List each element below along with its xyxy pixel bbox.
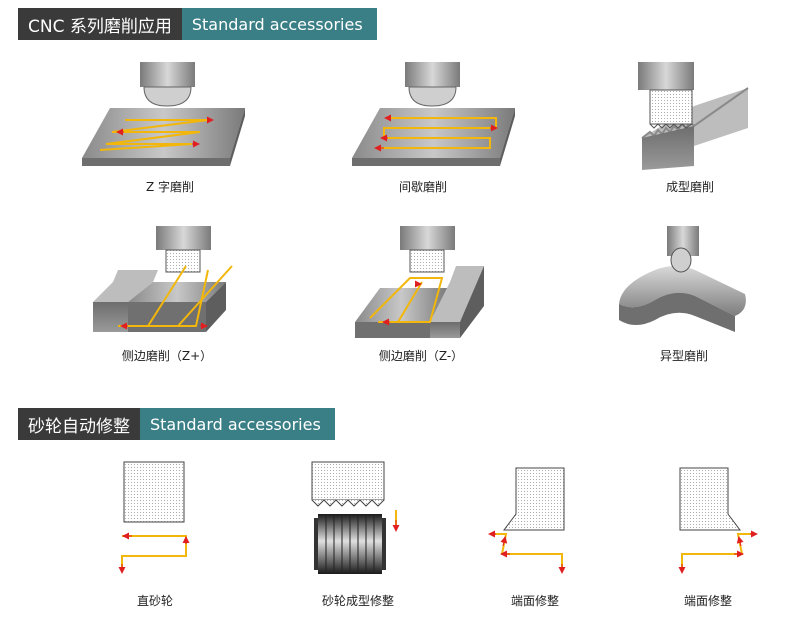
intermittent-grinding-diagram xyxy=(352,62,515,166)
caption-intermittent-grinding: 间歇磨削 xyxy=(398,180,447,194)
caption-face-dressing-left: 端面修整 xyxy=(510,594,559,608)
z-grinding-diagram xyxy=(82,62,245,166)
section2-title-en: Standard accessories xyxy=(140,408,335,440)
caption-straight-wheel: 直砂轮 xyxy=(136,594,173,608)
wheel-profile-dressing-diagram xyxy=(311,461,400,574)
caption-face-dressing-right: 端面修整 xyxy=(683,594,732,608)
face-dressing-right-diagram xyxy=(678,467,758,574)
caption-profile-grinding: 成型磨削 xyxy=(665,180,714,194)
side-grinding-zplus-diagram xyxy=(93,226,233,332)
caption-wheel-profile-dressing: 砂轮成型修整 xyxy=(321,594,394,608)
section2-header: 砂轮自动修整 Standard accessories xyxy=(18,408,335,440)
section1-header: CNC 系列磨削应用 Standard accessories xyxy=(18,8,377,40)
profile-grinding-diagram xyxy=(638,62,749,170)
caption-side-grinding-zminus: 侧边磨削（Z-） xyxy=(378,349,464,363)
section1-title-en: Standard accessories xyxy=(181,8,377,40)
face-dressing-left-diagram xyxy=(488,467,566,574)
section1-title-cn: CNC 系列磨削应用 xyxy=(18,8,182,40)
caption-z-grinding: Z 字磨削 xyxy=(145,180,195,194)
caption-special-shape-grinding: 异型磨削 xyxy=(659,349,708,363)
side-grinding-zminus-diagram xyxy=(355,226,484,338)
section2-title-cn: 砂轮自动修整 xyxy=(18,408,140,440)
straight-wheel-diagram xyxy=(118,461,190,574)
special-shape-grinding-diagram xyxy=(619,226,746,332)
caption-side-grinding-zplus: 侧边磨削（Z+） xyxy=(121,349,213,363)
